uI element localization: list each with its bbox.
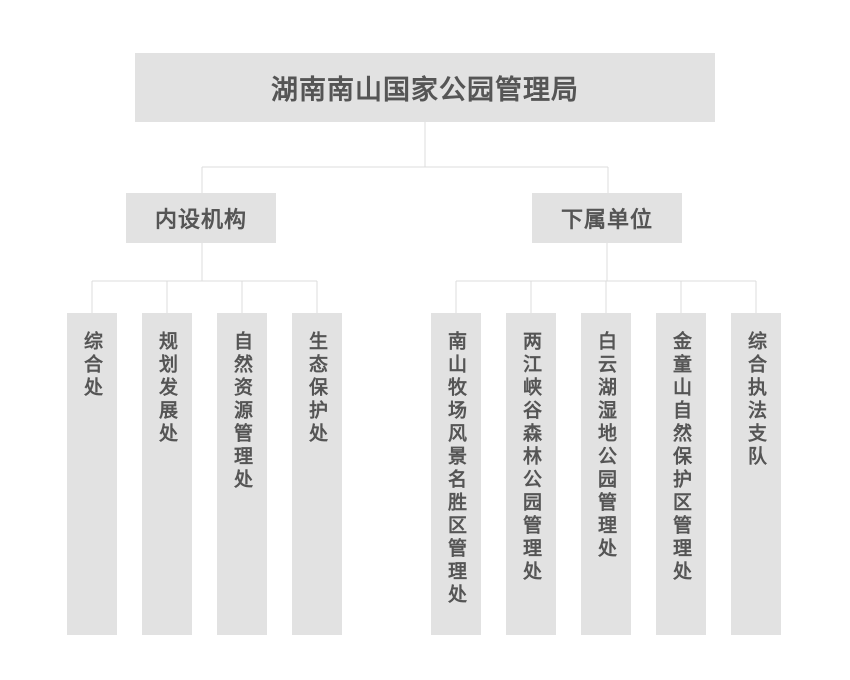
leaf-node: 综合执法支队 (731, 313, 781, 635)
branch-title: 下属单位 (560, 208, 653, 233)
leaf-node: 生态保护处 (292, 313, 342, 635)
leaf-label: 白云湖湿地公园管理处 (595, 331, 617, 561)
leaf-label: 两江峡谷森林公园管理处 (520, 331, 542, 584)
root-title: 湖南南山国家公园管理局 (271, 75, 579, 106)
leaf-node: 金童山自然保护区管理处 (656, 313, 706, 635)
leaf-node: 规划发展处 (142, 313, 192, 635)
branch-title: 内设机构 (154, 208, 247, 233)
leaf-node: 白云湖湿地公园管理处 (581, 313, 631, 635)
leaf-node: 两江峡谷森林公园管理处 (506, 313, 556, 635)
leaf-label: 生态保护处 (306, 331, 328, 446)
leaf-label: 综合处 (81, 331, 103, 400)
leaf-node: 自然资源管理处 (217, 313, 267, 635)
leaf-label: 金童山自然保护区管理处 (670, 331, 692, 584)
leaf-node: 综合处 (67, 313, 117, 635)
leaf-node: 南山牧场风景名胜区管理处 (431, 313, 481, 635)
leaf-label: 综合执法支队 (745, 331, 767, 469)
leaf-label: 自然资源管理处 (231, 331, 253, 492)
branch-internal: 内设机构 (126, 193, 276, 243)
leaf-label: 规划发展处 (156, 331, 178, 446)
branch-subordinate: 下属单位 (532, 193, 682, 243)
leaf-label: 南山牧场风景名胜区管理处 (445, 331, 467, 607)
root-node: 湖南南山国家公园管理局 (135, 53, 715, 122)
